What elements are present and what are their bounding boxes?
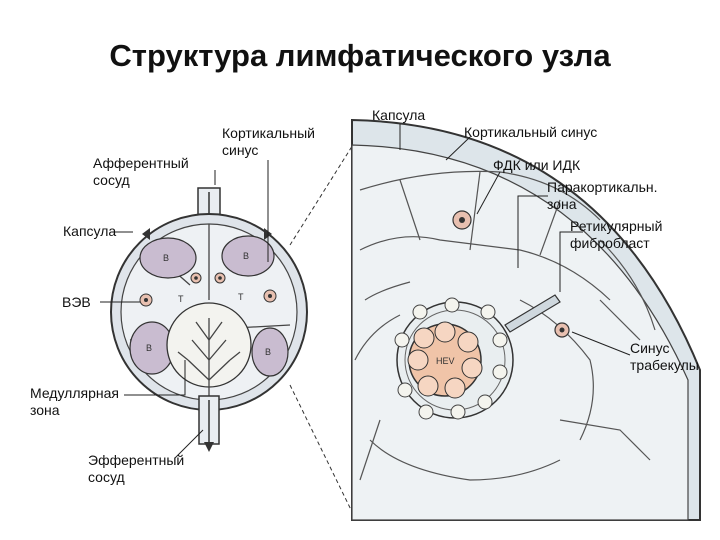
fdc-cell <box>554 322 570 338</box>
lymphocytes <box>394 297 508 420</box>
efferent-line1: Эфферентный <box>88 452 185 468</box>
trabecular-line2: трабекулы <box>630 357 699 373</box>
reticular-line1: Ретикулярный <box>570 218 663 234</box>
b-label: B <box>243 251 249 261</box>
afferent-vessel-label: Афферентный сосуд <box>93 155 189 189</box>
magnified-section: HEV <box>351 118 701 521</box>
zoom-connector <box>289 384 357 521</box>
right-leader-lines <box>399 124 631 356</box>
paracortical-line2: зона <box>547 196 577 212</box>
b-follicle <box>139 237 197 279</box>
paracortical-zone-label: Паракортикальн. зона <box>547 179 658 213</box>
medullary-line1: Медуллярная <box>30 385 119 401</box>
cortical-sinus-label-right: Кортикальный синус <box>464 124 598 140</box>
b-follicle <box>221 235 275 277</box>
b-follicle <box>251 327 289 377</box>
page-title: Структура лимфатического узла <box>109 38 611 73</box>
reticular-fibroblast-label: Ретикулярный фибробласт <box>570 218 662 252</box>
trabecular-sinus-channel <box>504 294 561 333</box>
afferent-label-line1: Афферентный <box>93 155 189 171</box>
lymph-node-overview: B B B B T T <box>110 187 308 452</box>
efferent-vessel-label: Эфферентный сосуд <box>88 452 184 486</box>
t-label: T <box>178 294 184 304</box>
trabecular-line1: Синус <box>630 340 670 356</box>
hev-label: HEV <box>436 356 455 366</box>
cortical-sinus-line1: Кортикальный <box>222 125 315 141</box>
trabecular-sinus-label: Синус трабекулы <box>630 340 699 374</box>
reticular-line2: фибробласт <box>570 235 650 251</box>
paracortical-line1: Паракортикальн. <box>547 179 658 195</box>
cortical-sinus-line2: синус <box>222 142 259 158</box>
capsule-label-left: Капсула <box>63 223 117 239</box>
hev-endothelial-cells <box>407 321 483 399</box>
left-leader-lines <box>100 160 269 459</box>
b-label: B <box>146 343 152 353</box>
b-label: B <box>163 253 169 263</box>
medullary-zone-label: Медуллярная зона <box>30 385 119 419</box>
efferent-line2: сосуд <box>88 469 125 485</box>
t-label: T <box>238 292 244 302</box>
fdc-label: ФДК или ИДК <box>493 157 581 173</box>
medullary-line2: зона <box>30 402 60 418</box>
afferent-label-line2: сосуд <box>93 172 130 188</box>
hev-label-left: ВЭВ <box>62 294 91 310</box>
medullary-cords <box>177 318 241 400</box>
fdc-cell <box>452 210 472 230</box>
cortical-sinus-label-left: Кортикальный синус <box>222 125 315 159</box>
capsule-label-right: Капсула <box>372 107 426 123</box>
b-label: B <box>265 347 271 357</box>
